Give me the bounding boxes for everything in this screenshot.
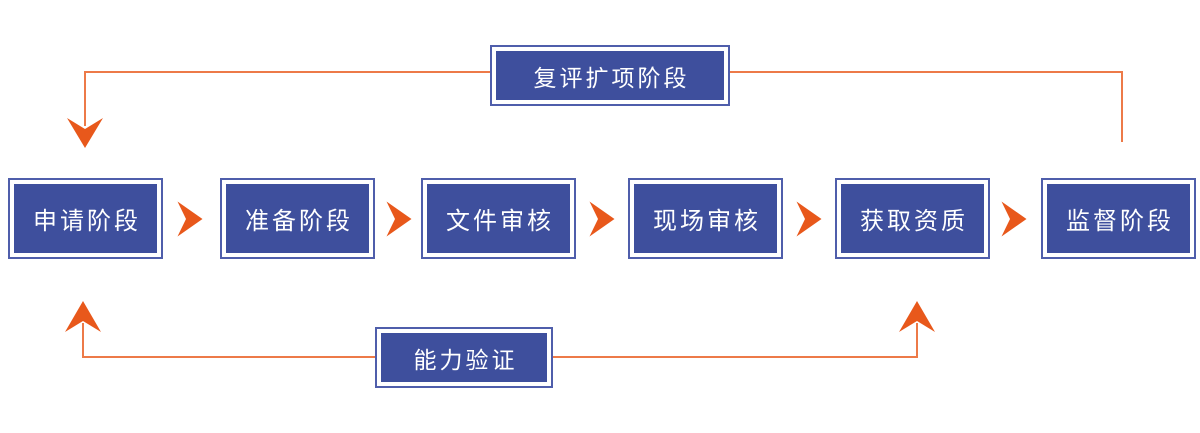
stage-box-supervision: 监督阶段 (1041, 178, 1196, 259)
down-arrow-icon (67, 118, 103, 148)
stage-box-preparation: 准备阶段 (220, 178, 375, 259)
next-step-chevron-icon-3 (589, 201, 615, 237)
stage-label: 文件审核 (427, 184, 570, 253)
feedback-box-proficiency-testing: 能力验证 (375, 327, 553, 388)
stage-label: 监督阶段 (1047, 184, 1190, 253)
up-arrow-icon-left (65, 301, 101, 332)
next-step-chevron-icon-1 (177, 201, 203, 237)
feedback-label: 复评扩项阶段 (496, 51, 724, 100)
next-step-chevron-icon-4 (796, 201, 822, 237)
stage-box-application: 申请阶段 (8, 178, 163, 259)
stage-label: 获取资质 (841, 184, 984, 253)
feedback-label: 能力验证 (381, 333, 547, 382)
stage-box-site-audit: 现场审核 (628, 178, 783, 259)
stage-label: 现场审核 (634, 184, 777, 253)
next-step-chevron-icon-5 (1001, 201, 1027, 237)
stage-label: 准备阶段 (226, 184, 369, 253)
stage-box-obtain-qualification: 获取资质 (835, 178, 990, 259)
up-arrow-icon-right (899, 301, 935, 332)
next-step-chevron-icon-2 (386, 201, 412, 237)
feedback-box-reassessment-expansion: 复评扩项阶段 (490, 45, 730, 106)
stage-label: 申请阶段 (14, 184, 157, 253)
stage-box-document-review: 文件审核 (421, 178, 576, 259)
